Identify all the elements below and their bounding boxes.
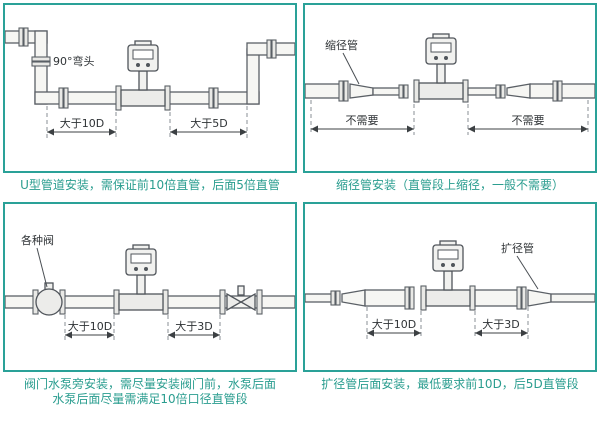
right-elbow-pipe [246,39,295,105]
left-small-pipe [372,84,409,99]
dimension-right: 不需要 [467,100,589,135]
left-large-pipe [305,80,349,102]
dim-right-label: 不需要 [512,114,545,127]
butterfly-valve [219,284,263,315]
globe-valve [32,281,66,316]
left-elbow-pipe [31,30,51,105]
panel-reducer-box: 缩径管 不需要 不需要 [303,3,597,173]
transmitter-neck [136,273,146,295]
transmitter-display [132,49,154,60]
dimension-left: 大于10D [366,306,422,339]
reducer-cone-left [349,83,374,99]
right-small-pipe [467,84,506,99]
caption-expander: 扩径管后面安装，最低要求前10D，后5D直管段 [321,376,579,391]
right-large-pipe [529,80,595,102]
panel-expander-box: 扩径管 大于10D 大于3D [303,201,597,372]
dimension-left: 不需要 [310,100,415,135]
reducer-diagram: 缩径管 不需要 不需要 [305,33,595,135]
transmitter-display [437,249,459,260]
valve-pump-diagram: 各种阀 大于10D 大于3D [5,233,295,341]
right-large-pipe [474,286,527,310]
panel-u-type-box: 90°弯头 大于10D 大于5D [3,3,297,173]
expander-diagram: 扩径管 大于10D 大于3D [305,239,595,339]
dimension-left: 大于10D [46,106,117,138]
panel-valve-pump: 各种阀 大于10D 大于3D [3,201,297,412]
dimension-right: 大于5D [169,106,248,138]
expander-annotation: 扩径管 [501,241,534,255]
dim-right-label: 大于3D [175,319,212,333]
annotation-leader [516,255,539,289]
flowmeter [420,239,476,311]
dim-right-label: 大于3D [482,317,519,331]
caption-u-type: U型管道安装，需保证前10倍直管，后面5倍直管 [20,178,280,192]
expander-cone-left [341,288,366,307]
dim-left-label: 大于10D [372,317,416,331]
dim-left-label: 不需要 [346,114,379,127]
dimension-right: 大于3D [474,306,529,339]
dimension-right: 大于3D [167,314,221,341]
annotation-leader [342,52,360,85]
dim-left-label: 大于10D [60,116,104,130]
right-small-pipe [550,292,595,303]
reducer-annotation: 缩径管 [325,38,358,52]
panel-valve-pump-box: 各种阀 大于10D 大于3D [3,201,297,372]
reducer-cone-right [527,288,552,307]
caption-valve-pump-line1: 阀门水泵旁安装，需尽量安装阀门前，水泵后面 [23,376,276,391]
transmitter-display [130,253,152,264]
flowmeter [115,40,171,111]
panel-reducer: 缩径管 不需要 不需要 [303,3,597,198]
dim-right-label: 大于5D [190,116,227,130]
flowmeter [113,243,169,315]
expander-cone-right [506,83,531,99]
transmitter-neck [443,269,453,291]
panel-u-type: 90°弯头 大于10D 大于5D U [3,3,297,198]
diagram-grid: 90°弯头 大于10D 大于5D U [3,3,597,412]
dimension-left: 大于10D [64,314,115,341]
caption-reducer: 缩径管安装（直管段上缩径，一般不需要） [335,178,564,192]
panel-expander: 扩径管 大于10D 大于3D [303,201,597,412]
left-large-pipe [364,286,415,310]
annotation-leader [36,247,48,287]
transmitter-neck [436,63,446,84]
u-type-diagram: 90°弯头 大于10D 大于5D [5,27,295,138]
caption-valve-pump-line2: 水泵后面尽量需满足10倍口径直管段 [52,392,248,407]
caption-valve-pump: 阀门水泵旁安装，需尽量安装阀门前，水泵后面 水泵后面尽量需满足10倍口径直管段 [3,372,297,412]
transmitter-neck [138,70,148,91]
transmitter-display [430,42,452,53]
flowmeter [413,33,469,103]
elbow-annotation: 90°弯头 [53,54,95,68]
left-small-pipe [305,290,341,306]
dim-left-label: 大于10D [68,319,112,333]
valve-annotation: 各种阀 [21,233,54,247]
